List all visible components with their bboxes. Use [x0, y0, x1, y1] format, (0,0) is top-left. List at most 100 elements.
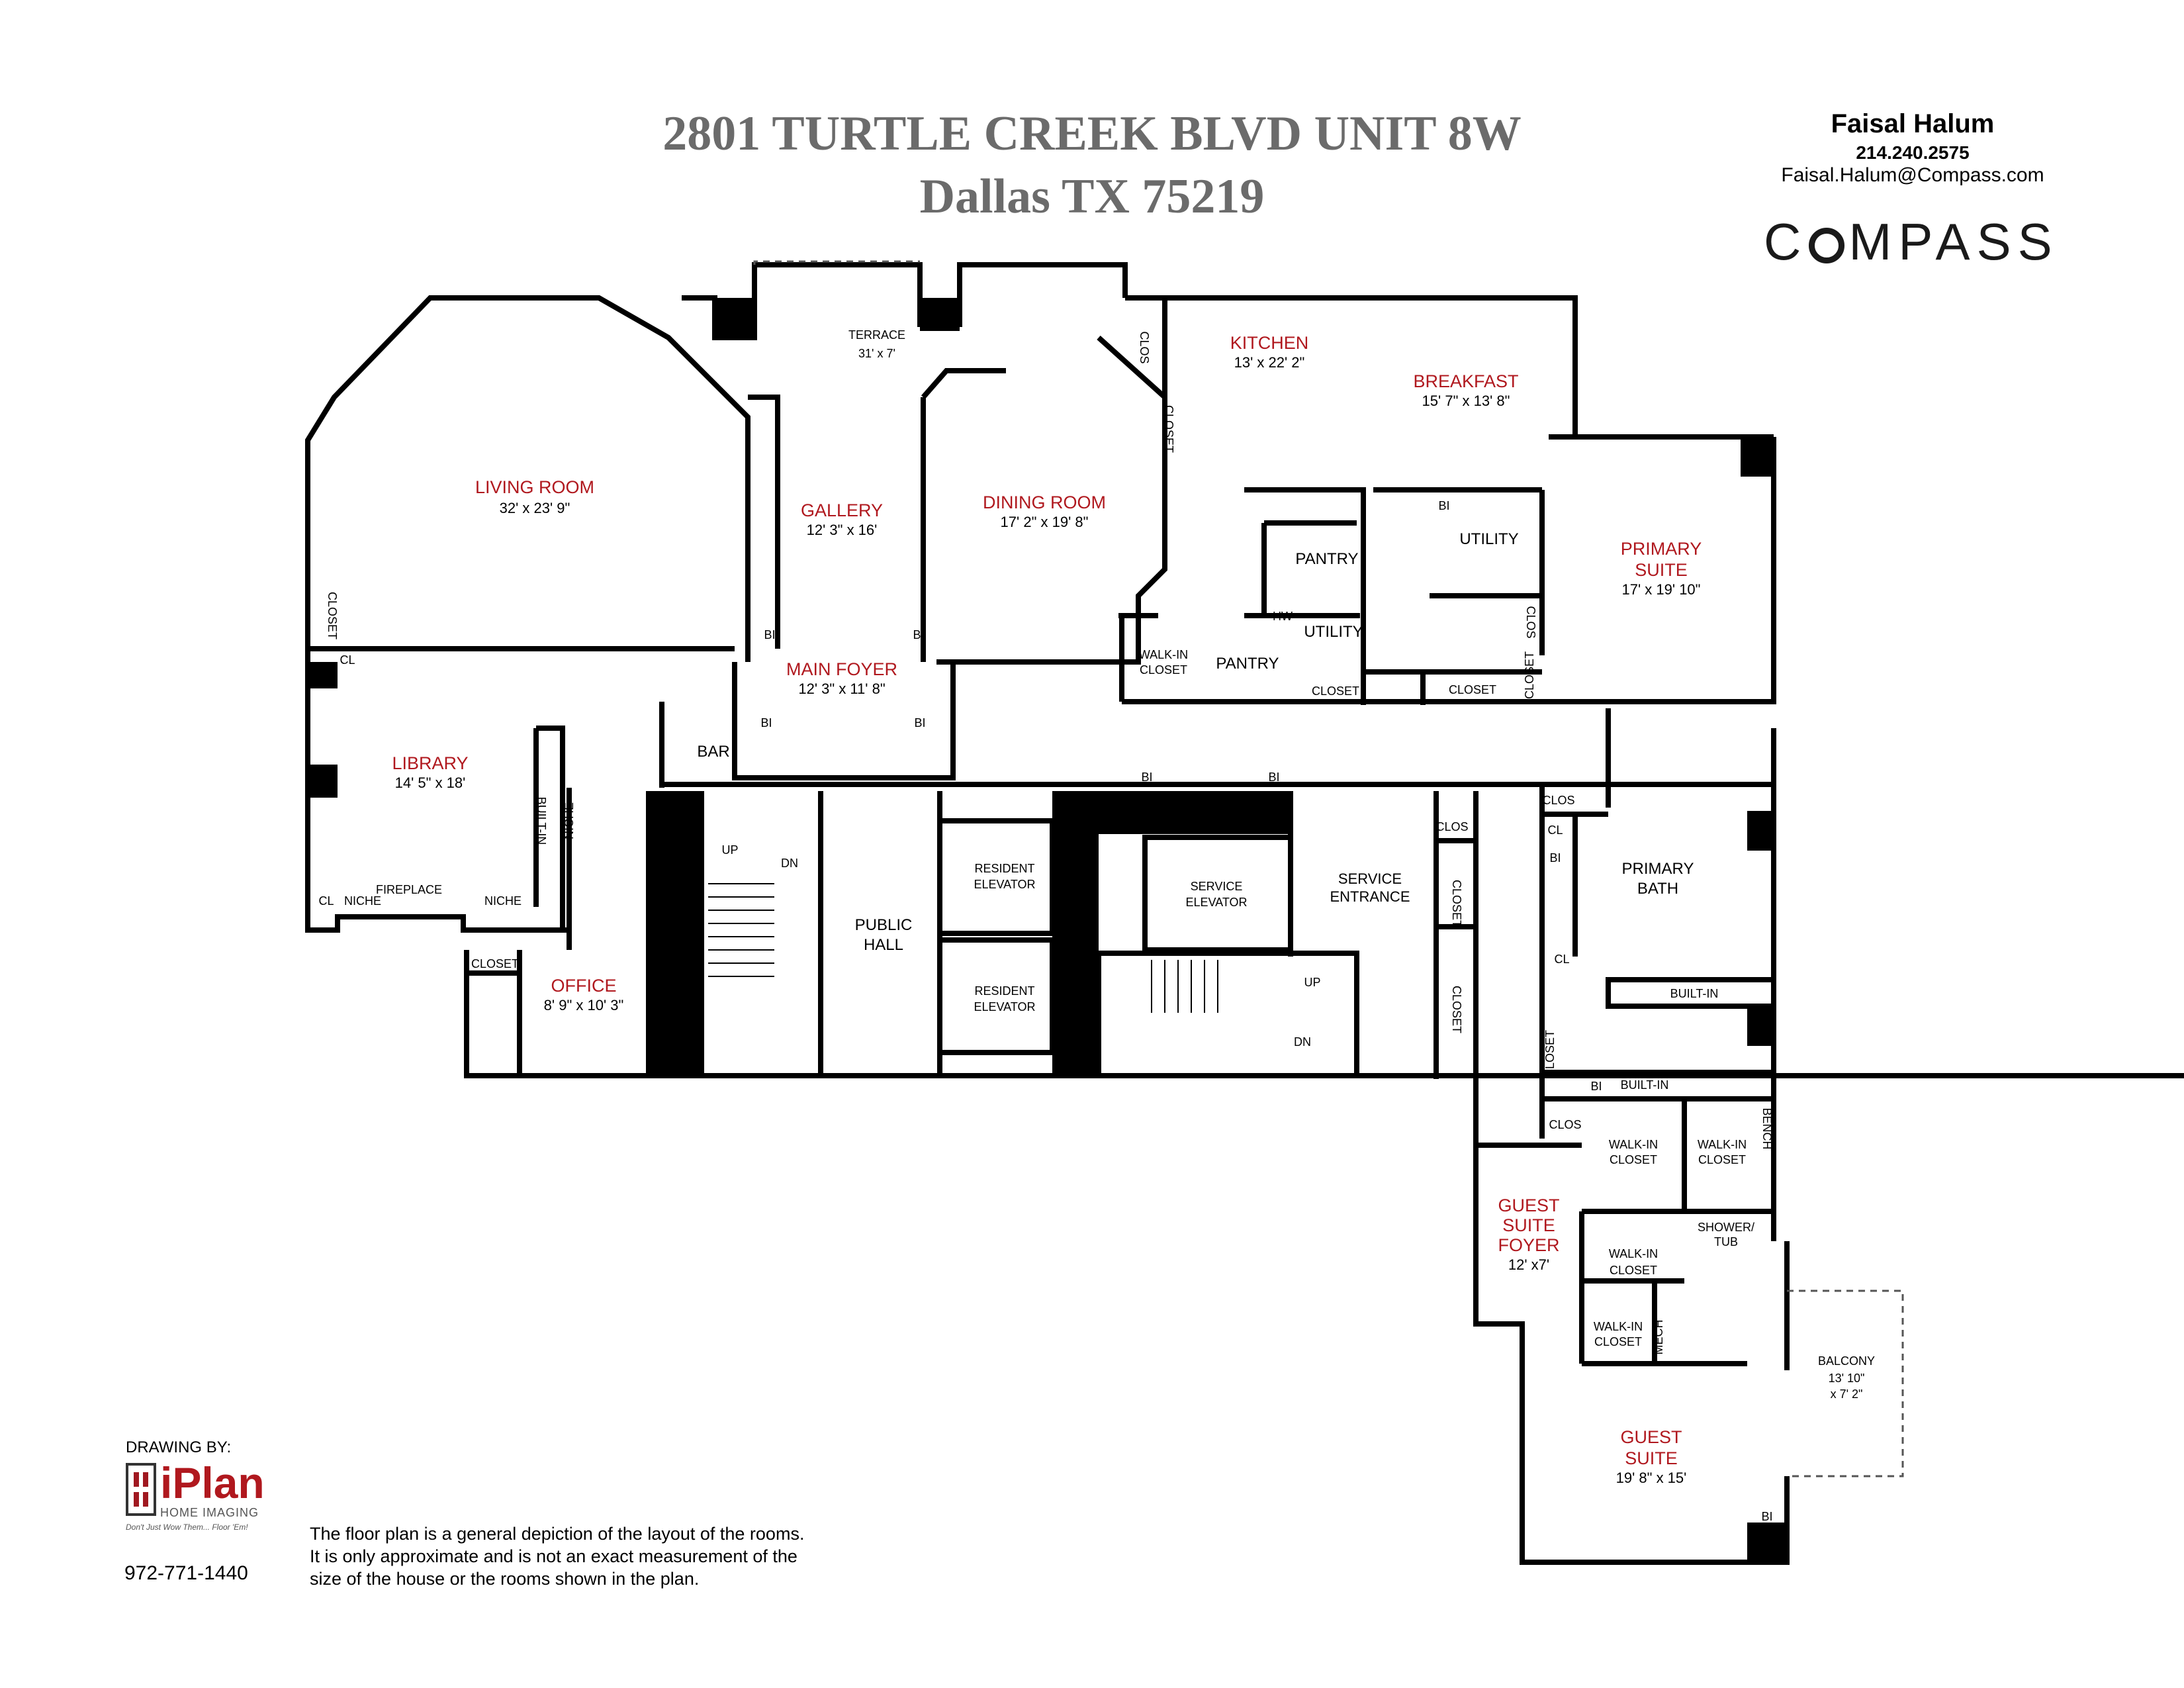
stairs: [708, 883, 1218, 1013]
balcony-outline: [753, 260, 1904, 1477]
hw-label: HW: [1273, 610, 1293, 623]
bi-label: BI: [1141, 771, 1152, 784]
bi-label: BI: [914, 716, 925, 729]
living-room-label: LIVING ROOM: [475, 477, 594, 497]
bi-label: BI: [1438, 499, 1449, 512]
guest-suite-size: 19' 8" x 15': [1616, 1470, 1687, 1486]
service-elevator-label-1: SERVICE: [1191, 880, 1243, 893]
clos-label-vertical: CLOS: [1524, 606, 1537, 638]
closet-label: CLOSET: [1312, 684, 1359, 698]
address-line2: Dallas TX 75219: [919, 169, 1265, 224]
agent-email: Faisal.Halum@Compass.com: [1781, 164, 2044, 186]
pantry-label: PANTRY: [1295, 550, 1358, 568]
balcony-label: BALCONY: [1818, 1354, 1875, 1368]
closet-label-vertical: CLOSET: [1523, 651, 1536, 699]
walk-in-closet-label-1: WALK-IN: [1609, 1138, 1658, 1151]
bi-label: BI: [913, 628, 924, 641]
walls: [305, 262, 2184, 1565]
walk-in-closet-label-1: WALK-IN: [1594, 1320, 1643, 1333]
closet-label-vertical: CLOSET: [1450, 880, 1463, 927]
library-size: 14' 5" x 18': [395, 774, 466, 791]
iplan-sub: HOME IMAGING: [160, 1506, 259, 1519]
clos-label: CLOS: [1549, 1118, 1581, 1131]
stair-dn-label: DN: [781, 857, 798, 870]
bi-label: BI: [764, 628, 775, 641]
clos-label: CLOS: [1435, 820, 1468, 833]
service-stair-up-label: UP: [1304, 976, 1320, 989]
bi-label: BI: [1549, 851, 1561, 865]
closet-label-vertical: CLOSET: [1162, 405, 1175, 453]
kitchen-label: KITCHEN: [1230, 333, 1309, 353]
walk-in-closet-label-2: CLOSET: [1594, 1335, 1642, 1348]
disclaimer-line: size of the house or the rooms shown in …: [310, 1569, 700, 1589]
utility-label: UTILITY: [1304, 623, 1363, 641]
guest-suite-foyer-label-3: FOYER: [1498, 1235, 1559, 1255]
public-hall-label-1: PUBLIC: [855, 916, 913, 934]
service-entrance-label-2: ENTRANCE: [1330, 888, 1410, 905]
walk-in-closet-label-2: CLOSET: [1610, 1264, 1657, 1277]
walk-in-closet-label-2: CLOSET: [1698, 1153, 1746, 1166]
balcony-size-2: x 7' 2": [1831, 1387, 1863, 1401]
resident-elevator-label-2: ELEVATOR: [974, 1000, 1035, 1013]
bar-label: BAR: [697, 743, 729, 761]
agent-name: Faisal Halum: [1831, 109, 1995, 138]
primary-bath-label-1: PRIMARY: [1622, 860, 1694, 878]
built-in-label: BUILT-IN: [1621, 1078, 1669, 1092]
solid-columns: [308, 298, 1787, 1562]
terrace-label: TERRACE: [848, 328, 905, 342]
built-in-label: BUILT-IN: [1670, 987, 1719, 1000]
iplan-logo: iPlan HOME IMAGING Don't Just Wow Them..…: [126, 1460, 291, 1552]
mech-label-vertical: MECH: [1652, 1320, 1665, 1355]
gallery-label: GALLERY: [801, 500, 883, 520]
kitchen-size: 13' x 22' 2": [1234, 354, 1305, 371]
resident-elevator-label-1: RESIDENT: [974, 984, 1034, 998]
main-foyer-label: MAIN FOYER: [786, 659, 897, 679]
primary-bath-label-2: BATH: [1637, 880, 1678, 898]
resident-elevator-label-1: RESIDENT: [974, 862, 1034, 875]
balcony-size-1: 13' 10": [1829, 1372, 1865, 1385]
walk-in-closet-label-2: CLOSET: [1140, 663, 1187, 677]
niche-label: NICHE: [344, 894, 381, 908]
service-elevator-label-2: ELEVATOR: [1185, 896, 1247, 909]
primary-suite-size: 17' x 19' 10": [1622, 581, 1701, 598]
public-hall-label-2: HALL: [864, 936, 903, 954]
bi-label: BI: [760, 716, 772, 729]
guest-suite-foyer-size: 12' x7': [1508, 1256, 1549, 1273]
disclaimer-line: The floor plan is a general depiction of…: [310, 1524, 805, 1544]
bi-label: BI: [1590, 1080, 1602, 1093]
guest-suite-foyer-label-2: SUITE: [1502, 1215, 1555, 1235]
iplan-tagline: Don't Just Wow Them... Floor 'Em!: [126, 1523, 248, 1532]
cl-label: CL: [318, 894, 334, 908]
guest-suite-label-1: GUEST: [1620, 1427, 1682, 1447]
walk-in-closet-label-1: WALK-IN: [1139, 648, 1188, 661]
iplan-house-icon: [126, 1463, 156, 1516]
closet-label-vertical: CLOSET: [326, 592, 339, 639]
agent-phone: 214.240.2575: [1856, 142, 1970, 163]
breakfast-size: 15' 7" x 13' 8": [1422, 393, 1510, 409]
bench-label-vertical: BENCH: [1760, 1107, 1774, 1149]
disclaimer: The floor plan is a general depiction of…: [310, 1523, 905, 1590]
iplan-brand: iPlan: [160, 1458, 265, 1507]
terrace-size: 31' x 7': [858, 347, 895, 360]
built-in-label-vertical: BUILT-IN: [535, 797, 548, 845]
living-room-size: 32' x 23' 9": [500, 500, 570, 516]
shower-tub-label-1: SHOWER/: [1698, 1221, 1754, 1234]
main-foyer-size: 12' 3" x 11' 8": [798, 680, 885, 697]
utility-label: UTILITY: [1459, 530, 1518, 548]
drawing-by-label: DRAWING BY:: [126, 1438, 232, 1456]
office-size: 8' 9" x 10' 3": [544, 997, 624, 1013]
library-label: LIBRARY: [392, 753, 468, 773]
cl-label: CL: [1554, 953, 1569, 966]
closet-label-vertical: CLOSET: [1450, 986, 1463, 1033]
drafter-phone: 972-771-1440: [124, 1562, 248, 1584]
guest-suite-foyer-label-1: GUEST: [1498, 1196, 1559, 1215]
stair-up-label: UP: [721, 843, 738, 857]
resident-elevator-label-2: ELEVATOR: [974, 878, 1035, 891]
bi-label: BI: [1761, 1510, 1772, 1523]
bi-label: BI: [1268, 771, 1279, 784]
primary-suite-label-1: PRIMARY: [1621, 539, 1702, 559]
niche-label-vertical: NICHE: [563, 802, 576, 839]
walk-in-closet-label-1: WALK-IN: [1609, 1247, 1658, 1260]
